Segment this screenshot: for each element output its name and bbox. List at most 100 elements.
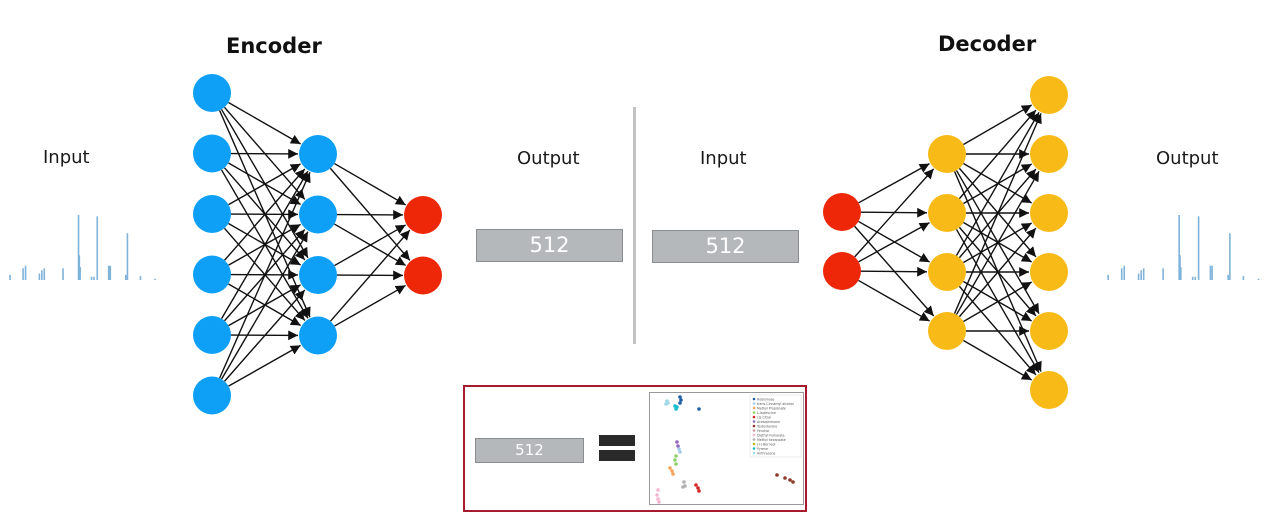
- tsne-point: [775, 473, 779, 477]
- encoder-edge: [228, 344, 301, 387]
- decoder-edge: [958, 227, 1037, 318]
- decoder-node: [1030, 76, 1068, 114]
- legend-marker: [752, 442, 756, 446]
- decoder-edge: [854, 168, 935, 258]
- tsne-point: [678, 395, 682, 399]
- encoder-edge: [218, 172, 311, 379]
- spectrum-peak: [62, 268, 64, 280]
- encoder-edge: [224, 289, 306, 382]
- encoder-edge: [224, 168, 306, 261]
- decoder-node: [928, 194, 966, 232]
- legend-marker: [752, 420, 756, 423]
- legend-label: cis-Citral: [757, 415, 771, 419]
- encoder-node: [299, 316, 337, 355]
- tsne-point: [682, 480, 686, 484]
- decoder-edge: [955, 111, 1040, 256]
- spectrum-peak: [43, 268, 46, 280]
- tsne-point: [670, 469, 674, 473]
- spectrum-peak: [1180, 267, 1182, 280]
- tsne-point: [656, 497, 660, 501]
- encoder-edge: [334, 162, 407, 206]
- output-spectrum: [1107, 215, 1260, 280]
- spectrum-peak: [9, 274, 11, 280]
- tsne-point: [697, 407, 701, 411]
- decoder-edge: [963, 339, 1033, 381]
- spectrum-peak: [1107, 274, 1109, 280]
- spectrum-peak: [41, 270, 43, 280]
- spectrum-peak: [93, 276, 95, 280]
- tsne-point: [679, 398, 683, 402]
- legend-marker: [752, 424, 756, 428]
- spectrum-peak: [1197, 216, 1200, 280]
- decoder-node: [1030, 371, 1068, 409]
- decoder-node: [928, 253, 966, 291]
- spectrum-peak: [126, 233, 129, 280]
- legend-marker: [752, 406, 756, 410]
- legend-marker: [752, 447, 756, 450]
- tsne-point: [678, 450, 682, 454]
- tsne-point: [788, 478, 792, 482]
- legend-marker: [752, 433, 756, 437]
- tsne-point: [671, 472, 675, 476]
- legend-label: Methyl Propionate: [757, 406, 786, 410]
- tsne-point: [668, 466, 672, 470]
- spectrum-peak: [1162, 268, 1164, 280]
- tsne-point: [673, 458, 677, 462]
- spectrum-peak: [109, 265, 112, 280]
- decoder-node: [1030, 312, 1068, 350]
- legend-marker: [752, 451, 756, 455]
- tsne-point: [678, 401, 682, 405]
- tsne-point: [783, 476, 787, 480]
- spectrum-peak: [1179, 255, 1181, 280]
- network-diagram: [193, 74, 1068, 415]
- spectrum-peak: [38, 273, 41, 280]
- spectrum-peak: [1123, 265, 1126, 280]
- encoder-node: [299, 135, 337, 173]
- decoder-title: Decoder: [938, 32, 1037, 56]
- spectrum-peak: [154, 278, 156, 280]
- input-spectrum: [9, 215, 156, 280]
- legend-marker: [752, 397, 756, 401]
- legend-label: (+)-Borneol: [757, 442, 776, 446]
- legend-label: Pyrene: [757, 447, 768, 451]
- decoder-node: [823, 193, 861, 231]
- spectrum-peak: [107, 265, 110, 280]
- spectrum-peak: [1227, 274, 1229, 280]
- tsne-point: [694, 483, 698, 487]
- encoder-edge: [228, 101, 302, 145]
- encoder-node: [193, 255, 231, 294]
- tsne-point: [681, 485, 685, 489]
- legend-label: Fenchol: [757, 429, 769, 433]
- encoder-title: Encoder: [226, 34, 322, 58]
- encoder-output-vector: 512: [476, 229, 623, 262]
- spectrum-peak: [22, 268, 24, 280]
- tsne-point: [657, 500, 661, 504]
- legend-label: Methyl hexanoate: [757, 438, 786, 442]
- decoder-input-label: Input: [700, 148, 747, 169]
- spectrum-peak: [1137, 273, 1140, 280]
- equals-bar-bottom: [599, 450, 635, 461]
- decoder-node: [928, 135, 966, 173]
- legend-marker: [752, 415, 756, 419]
- tsne-point: [696, 486, 700, 490]
- encoder-input-label: Input: [43, 147, 90, 168]
- legend-label: trans-Cinnamyl alcohol: [757, 402, 794, 406]
- legend-label: Acetophenone: [757, 420, 780, 424]
- encoder-node: [299, 256, 337, 294]
- tsne-point: [666, 401, 670, 405]
- legend-marker: [752, 402, 756, 405]
- spectrum-peak: [1194, 276, 1197, 280]
- spectrum-peak: [1191, 276, 1194, 280]
- decoder-node: [928, 312, 966, 350]
- decoder-edge: [958, 109, 1037, 200]
- spectrum-peak: [1209, 265, 1212, 280]
- spectrum-peak: [1140, 270, 1142, 280]
- legend-marker: [752, 429, 756, 432]
- spectrum-peak: [77, 215, 80, 280]
- legend-label: Testosterone: [756, 424, 777, 428]
- spectrum-peak: [79, 267, 81, 280]
- tsne-point: [677, 447, 681, 451]
- encoder-output-label: Output: [517, 148, 580, 169]
- decoder-node: [823, 252, 861, 290]
